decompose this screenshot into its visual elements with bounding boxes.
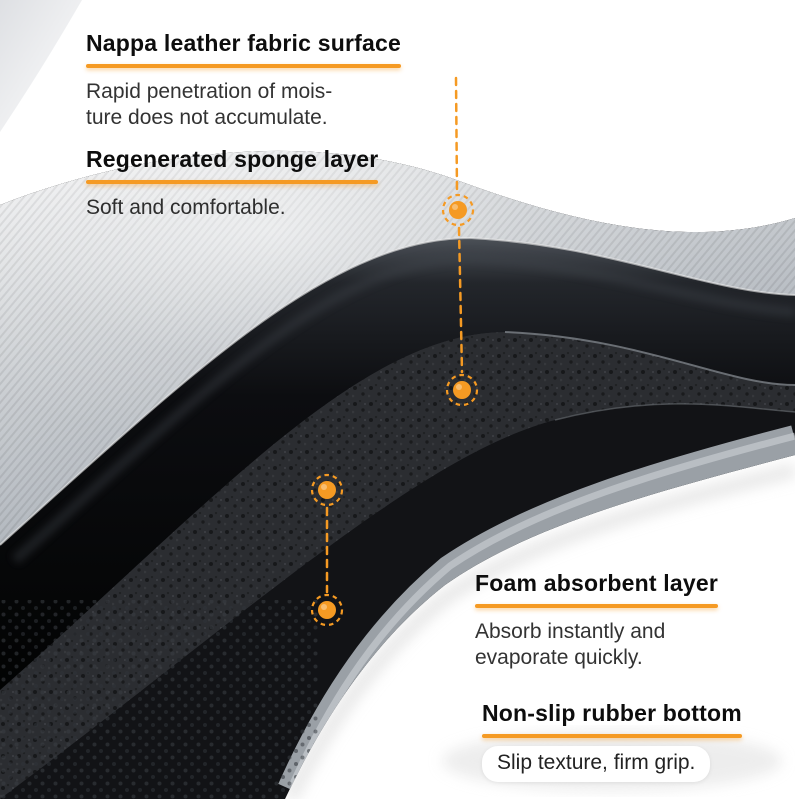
rubber-layer-description: Slip texture, firm grip. <box>482 746 742 783</box>
rubber-layer-marker-icon <box>310 593 344 627</box>
connector-fabric-line <box>454 76 459 194</box>
fabric-layer-marker-icon <box>441 193 475 227</box>
fabric-sheen <box>0 150 795 545</box>
fabric-layer-description: Rapid penetration of mois- ture does not… <box>86 80 333 130</box>
layer-markers <box>310 193 479 627</box>
foam-layer-description: Absorb instantly and evaporate quickly. <box>475 620 666 670</box>
rubber-dot-texture <box>0 600 320 799</box>
sponge-title-underline <box>86 180 379 184</box>
annotation-foam-layer: Foam absorbent layer Absorb instantly an… <box>475 570 719 671</box>
rubber-bottom-sheen <box>288 432 795 788</box>
separator-foam-bottom <box>554 403 795 421</box>
sponge-layer-title: Regenerated sponge layer <box>86 146 379 172</box>
rubber-layer-title: Non-slip rubber bottom <box>482 700 742 726</box>
annotation-fabric-surface: Nappa leather fabric surface Rapid penet… <box>86 30 401 131</box>
foam-title-underline <box>475 604 719 608</box>
fabric-layer-title: Nappa leather fabric surface <box>86 30 401 56</box>
foam-layer-texture <box>0 332 795 799</box>
mat-drop-shadow <box>283 463 795 799</box>
annotation-sponge-layer: Regenerated sponge layer Soft and comfor… <box>86 146 379 221</box>
rubber-description-pill: Slip texture, firm grip. <box>482 746 711 783</box>
fabric-title-underline <box>86 64 401 68</box>
sponge-top-gloss <box>11 252 795 564</box>
connector-sponge-line <box>457 226 464 374</box>
sponge-layer-description: Soft and comfortable. <box>86 196 286 219</box>
foam-layer-title: Foam absorbent layer <box>475 570 719 596</box>
fabric-fold-corner <box>0 0 82 132</box>
fabric-edge-highlight <box>0 236 795 546</box>
annotation-rubber-bottom: Non-slip rubber bottom Slip texture, fir… <box>482 700 742 783</box>
rubber-title-underline <box>482 734 742 738</box>
sponge-layer-marker-icon <box>445 373 479 407</box>
sponge-layer-shape <box>0 238 795 690</box>
foam-layer-marker-icon <box>310 473 344 507</box>
separator-sponge-foam <box>504 331 795 386</box>
